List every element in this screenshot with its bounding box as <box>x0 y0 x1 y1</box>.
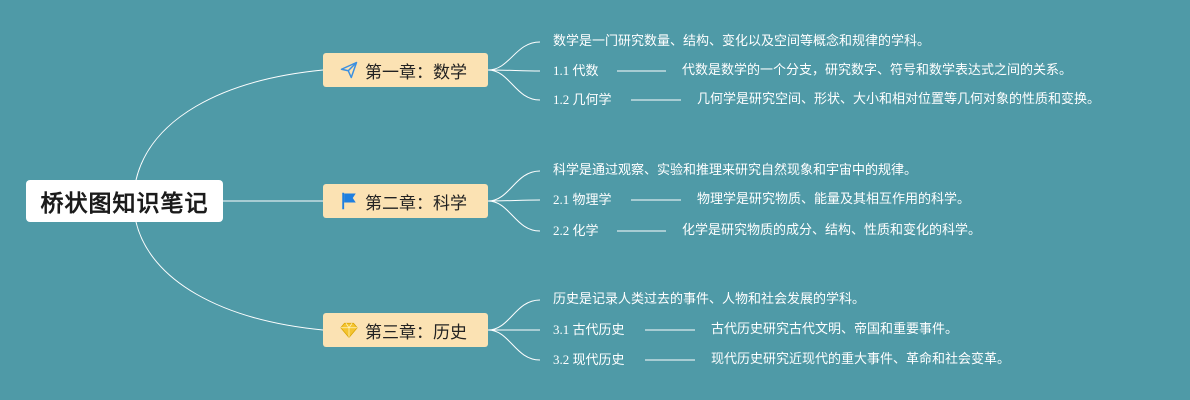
chapter-title: 第二章：科学 <box>365 193 467 214</box>
root-title: 桥状图知识笔记 <box>40 191 209 217</box>
connector-ch3-sub2 <box>487 329 541 361</box>
chapter2-sub2-desc: 化学是研究物质的成分、结构、性质和变化的科学。 <box>682 223 982 238</box>
chapter2-intro: 科学是通过观察、实验和推理来研究自然现象和宇宙中的规律。 <box>553 163 918 178</box>
chapter1-sub1-label: 1.1 代数 <box>553 63 599 78</box>
connector-ch1-sub1 <box>487 69 541 72</box>
chapter1-sub2-desc: 几何学是研究空间、形状、大小和相对位置等几何对象的性质和变换。 <box>697 92 1101 107</box>
root-node[interactable]: 桥状图知识笔记 <box>26 180 223 222</box>
connector-root-chapter3 <box>135 221 324 331</box>
chapter2-sub1-label: 2.1 物理学 <box>553 192 612 207</box>
chapter3-sub2-label: 3.2 现代历史 <box>553 352 625 367</box>
chapter-title: 第三章：历史 <box>365 322 467 343</box>
chapter-title: 第一章：数学 <box>365 62 467 83</box>
chapter1-intro: 数学是一门研究数量、结构、变化以及空间等概念和规律的学科。 <box>553 34 931 49</box>
chapter2-sub2-label: 2.2 化学 <box>553 223 599 238</box>
connector-ch3-intro <box>487 299 541 331</box>
chapter-node-science[interactable]: 第二章：科学 <box>323 184 488 218</box>
diamond-icon <box>339 320 359 340</box>
connector-ch2-intro <box>487 170 541 202</box>
connector-ch1-sub2 <box>487 69 541 101</box>
connector-ch1-intro <box>487 41 541 71</box>
chapter-node-math[interactable]: 第一章：数学 <box>323 53 488 87</box>
chapter3-sub2-desc: 现代历史研究近现代的重大事件、革命和社会变革。 <box>711 352 1011 367</box>
chapter1-sub2-label: 1.2 几何学 <box>553 92 612 107</box>
connector-root-chapter1 <box>135 69 324 181</box>
chapter3-sub1-label: 3.1 古代历史 <box>553 322 625 337</box>
connector-ch2-sub2 <box>487 200 541 232</box>
chapter-node-history[interactable]: 第三章：历史 <box>323 313 488 347</box>
chapter3-intro: 历史是记录人类过去的事件、人物和社会发展的学科。 <box>553 292 866 307</box>
chapter1-sub1-desc: 代数是数学的一个分支，研究数字、符号和数学表达式之间的关系。 <box>682 63 1073 78</box>
flag-icon <box>339 191 359 211</box>
chapter2-sub1-desc: 物理学是研究物质、能量及其相互作用的科学。 <box>697 192 971 207</box>
paper-plane-icon <box>339 60 359 80</box>
connector-ch2-sub1 <box>487 199 541 202</box>
chapter3-sub1-desc: 古代历史研究古代文明、帝国和重要事件。 <box>711 322 959 337</box>
